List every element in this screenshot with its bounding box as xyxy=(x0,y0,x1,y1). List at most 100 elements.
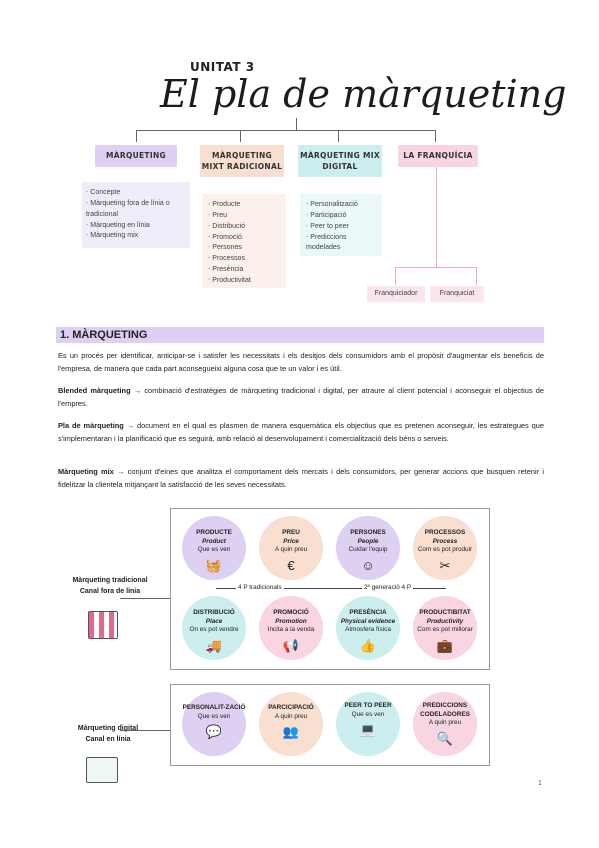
circle-title: PREU xyxy=(282,529,300,536)
list-item: Participació xyxy=(306,211,376,222)
circle-desc: Com es pot millorar xyxy=(417,626,473,634)
circle-title: PRODUCTIBITAT xyxy=(419,609,471,616)
digital-label-line2: Canal en línia xyxy=(85,735,131,743)
term: Pla de màrqueting xyxy=(58,421,124,430)
list-item: Prediccions modelades xyxy=(306,233,376,255)
circle-preu: PREU Price A quin preu € xyxy=(259,516,323,580)
box-mixt-tradicional: MÀRQUETING MIXT RADICIONAL xyxy=(200,145,284,177)
connector xyxy=(395,267,477,268)
connector xyxy=(240,130,241,142)
circle-participacio: PARCICIPACIÓ A quin preu 👥 xyxy=(259,692,323,756)
thumbs-up-icon: 👍 xyxy=(359,637,377,653)
circle-desc: Atmosfera física xyxy=(345,626,391,634)
circle-distribucio: DISTRIBUCIÓ Place On es pot vendre 🚚 xyxy=(182,596,246,660)
circle-title: PROMOCIÓ xyxy=(273,609,309,616)
truck-icon: 🚚 xyxy=(205,637,223,653)
list-item: Processos xyxy=(208,254,280,265)
box-marqueting: MÀRQUETING xyxy=(95,145,177,167)
circle-productibitat: PRODUCTIBITAT Productivity Com es pot mi… xyxy=(413,596,477,660)
list-item: Productivitat xyxy=(208,276,280,287)
circle-producte: PRODUCTE Product Que es ven 🧺 xyxy=(182,516,246,580)
connector xyxy=(338,130,339,142)
connector xyxy=(216,588,446,589)
smiley-icon: ☺ xyxy=(361,557,375,573)
list-item: Promoció xyxy=(208,233,280,244)
chat-icon: 💬 xyxy=(205,724,223,740)
connector xyxy=(136,130,137,142)
circle-title: PARCICIPACIÓ xyxy=(268,704,314,711)
franquiciador-box: Franquiciador xyxy=(367,286,425,302)
connector xyxy=(136,130,435,131)
paragraph-mix: Màrqueting mix → conjunt d'eines que ana… xyxy=(58,466,544,491)
paragraph-pla: Pla de màrqueting → document en el qual … xyxy=(58,420,544,445)
trad-label-line2: Canal fora de línia xyxy=(79,587,141,595)
circle-prediccions: PREDICCIONS CODELADORES A quin preu 🔍 xyxy=(413,692,477,756)
circle-subtitle: Price xyxy=(283,537,299,545)
circle-desc: A quin preu xyxy=(428,719,462,727)
circle-title: PREDICCIONS CODELADORES xyxy=(420,702,470,718)
list-item: Persones xyxy=(208,243,280,254)
circle-peer-to-peer: PEER TO PEER Que es ven 💻 xyxy=(336,692,400,756)
euro-icon: € xyxy=(287,557,295,573)
circle-subtitle: Promotion xyxy=(275,617,307,625)
connector xyxy=(435,130,436,142)
basket-icon: 🧺 xyxy=(205,557,223,573)
circle-personalitzacio: PERSONALIT-ZACIÓ Que es ven 💬 xyxy=(182,692,246,756)
circle-desc: Que es ven xyxy=(351,710,385,718)
page-number: 1 xyxy=(538,780,542,787)
section-heading: 1. MÀRQUETING xyxy=(56,327,544,343)
circle-desc: A quin preu xyxy=(274,712,308,720)
circle-presencia: PRESÈNCIA Physical evidence Atmosfera fí… xyxy=(336,596,400,660)
trad-label: Màrqueting tradicional Canal fora de lín… xyxy=(55,576,165,597)
page-title: El pla de màrqueting xyxy=(160,72,567,116)
list-item: Producte xyxy=(208,200,280,211)
paragraph-blended: Blended màrqueting → combinació d'estrat… xyxy=(58,385,544,410)
circle-desc: Que es ven xyxy=(197,712,231,720)
trad-mid-label: 2ª generació 4 P xyxy=(362,584,414,591)
circle-title: PEER TO PEER xyxy=(344,702,392,709)
connector xyxy=(436,167,437,267)
circle-title: PERSONES xyxy=(350,529,386,536)
circle-desc: Com es pot produir xyxy=(417,546,473,554)
connector xyxy=(296,118,297,130)
circle-title: PROCESSOS xyxy=(424,529,466,536)
list-item: Peer to peer xyxy=(306,222,376,233)
circle-title: PRESÈNCIA xyxy=(349,609,387,616)
digital-label-line1: Màrqueting digital xyxy=(77,725,139,732)
list-item: Màrqueting fora de línia o tradicional xyxy=(86,199,186,221)
circle-processos: PROCESSOS Process Com es pot produir ✂ xyxy=(413,516,477,580)
online-shop-icon xyxy=(86,757,118,783)
list-item: Màrqueting en línia xyxy=(86,221,186,232)
franquiciat-box: Franquiciat xyxy=(430,286,484,302)
digital-label: Màrqueting digital Canal en línia xyxy=(58,724,158,745)
circle-title: PRODUCTE xyxy=(196,529,232,536)
unit-label: UNITAT 3 xyxy=(190,60,255,74)
circle-subtitle: People xyxy=(357,537,379,545)
circle-promocio: PROMOCIÓ Promotion Incita a la venda 📢 xyxy=(259,596,323,660)
connector xyxy=(120,598,170,599)
definition: → combinació d'estratègies de màrqueting… xyxy=(58,386,544,408)
magnifier-icon: 🔍 xyxy=(436,730,454,746)
people-icon: 👥 xyxy=(282,724,300,740)
list-item: Presència xyxy=(208,265,280,276)
laptop-icon: 💻 xyxy=(359,722,377,738)
circle-subtitle: Place xyxy=(205,617,223,625)
tools-icon: ✂ xyxy=(439,557,451,573)
definition: → document en el qual es plasmen de mane… xyxy=(58,421,544,443)
connector xyxy=(476,267,477,285)
list-item: Distribució xyxy=(208,222,280,233)
list-mix-digital: Personalització Participació Peer to pee… xyxy=(300,194,382,256)
megaphone-icon: 📢 xyxy=(282,637,300,653)
circle-title: PERSONALIT-ZACIÓ xyxy=(182,704,246,711)
list-item: Preu xyxy=(208,211,280,222)
circle-subtitle: Physical evidence xyxy=(340,617,396,625)
box-franquicia: LA FRANQUÍCIA xyxy=(398,145,478,167)
circle-subtitle: Process xyxy=(432,537,458,545)
shop-icon xyxy=(88,611,118,639)
list-item: Màrqueting mix xyxy=(86,231,186,242)
list-item: Personalització xyxy=(306,200,376,211)
list-marqueting: Concepte Màrqueting fora de línia o trad… xyxy=(82,182,190,248)
term: Blended màrqueting xyxy=(58,386,131,395)
box-mix-digital: MÀRQUETING MIX DIGITAL xyxy=(298,145,382,177)
circle-subtitle: Productivity xyxy=(426,617,464,625)
